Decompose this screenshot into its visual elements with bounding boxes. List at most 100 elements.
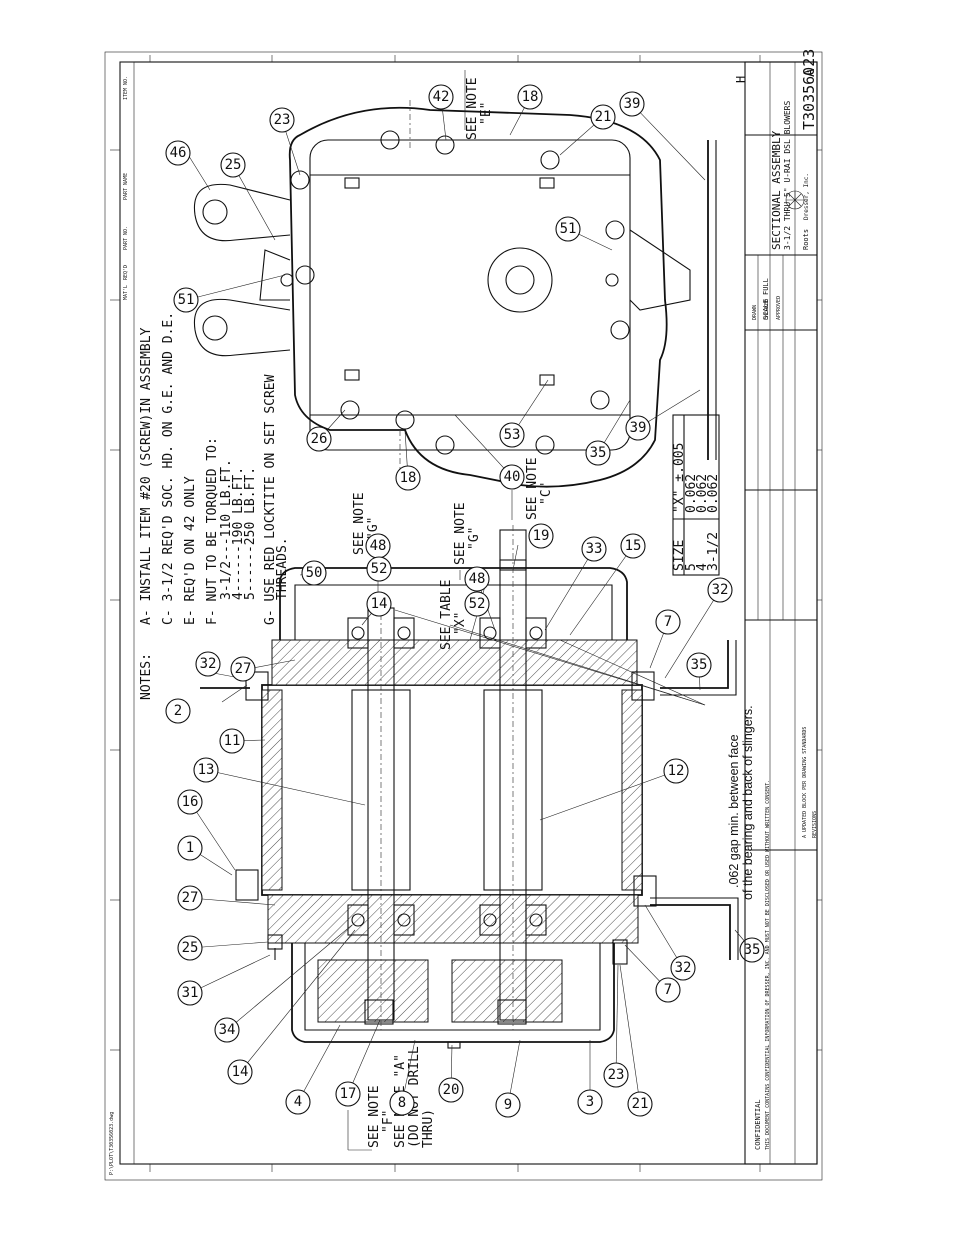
item-balloon: 19 <box>528 523 554 549</box>
gap-annotation: .062 gap min. between face of the bearin… <box>727 705 755 900</box>
item-balloon: 21 <box>590 104 616 130</box>
item-balloon: 42 <box>428 84 454 110</box>
item-balloon: 39 <box>625 415 651 441</box>
svg-text:REVISIONS: REVISIONS <box>812 811 818 838</box>
svg-text:SECTIONAL ASSEMBLY: SECTIONAL ASSEMBLY <box>770 130 783 250</box>
svg-text:23: 23 <box>274 112 291 128</box>
svg-text:7: 7 <box>664 982 672 998</box>
svg-text:CHECKED: CHECKED <box>764 299 770 320</box>
svg-text:PART NAME: PART NAME <box>123 173 129 200</box>
item-balloon: 35 <box>585 440 611 466</box>
svg-text:27: 27 <box>235 661 252 677</box>
svg-text:27: 27 <box>182 890 199 906</box>
item-balloon: 46 <box>165 140 191 166</box>
item-balloon: 51 <box>173 287 199 313</box>
svg-text:"E": "E" <box>479 102 494 125</box>
item-balloon: 27 <box>177 885 203 911</box>
note-line: F- NUT TO BE TORQUED TO: <box>205 437 220 625</box>
section-view <box>200 525 739 1049</box>
signoff-fields: DRAWN CHECKED APPROVED <box>752 296 782 320</box>
item-balloon: 1 <box>177 835 203 861</box>
svg-text:23: 23 <box>608 1067 625 1083</box>
item-balloon: 32 <box>670 955 696 981</box>
svg-text:.062 gap min. between face: .062 gap min. between face <box>727 734 741 888</box>
svg-text:35: 35 <box>744 942 761 958</box>
cylinder-housing <box>261 684 643 896</box>
svg-text:A: A <box>802 68 818 77</box>
svg-text:A UPDATED BLOCK PER DRAWING S: A UPDATED BLOCK PER DRAWING STANDARDS <box>802 727 808 838</box>
size-table-cell: 0.062 <box>695 474 710 513</box>
drive-end-headplate <box>271 639 638 686</box>
svg-text:32: 32 <box>675 960 692 976</box>
item-balloon: 23 <box>603 1062 629 1088</box>
svg-text:CONFIDENTIAL: CONFIDENTIAL <box>754 1099 762 1150</box>
svg-text:21: 21 <box>595 109 612 125</box>
svg-text:MAT'L: MAT'L <box>123 285 129 300</box>
end-view-foot-left <box>259 249 291 301</box>
svg-text:21: 21 <box>632 1096 649 1112</box>
svg-text:53: 53 <box>504 427 521 443</box>
svg-text:SCALE: SCALE <box>762 299 770 320</box>
svg-text:SEE NOTE: SEE NOTE <box>525 457 540 520</box>
svg-text:of the bearing and back of sli: of the bearing and back of slingers. <box>741 705 755 900</box>
svg-text:11: 11 <box>224 733 241 749</box>
svg-text:35: 35 <box>691 657 708 673</box>
svg-text:14: 14 <box>371 596 388 612</box>
item-balloon: 51 <box>555 216 581 242</box>
svg-text:SEE TABLE: SEE TABLE <box>439 580 454 650</box>
size-table: SIZE "X" ±.005 5 0.062 4 0.062 3-1/2 0.0… <box>672 414 721 576</box>
svg-text:32: 32 <box>712 582 729 598</box>
svg-text:14: 14 <box>232 1064 249 1080</box>
revision-note: A UPDATED BLOCK PER DRAWING STANDARDS RE… <box>802 727 818 838</box>
item-balloon: 11 <box>219 728 245 754</box>
base-angle-bottom <box>650 904 731 960</box>
svg-text:P:\PLOT\T30356023.dwg: P:\PLOT\T30356023.dwg <box>109 1112 115 1175</box>
roots-emblem <box>785 190 805 210</box>
item-balloon: 7 <box>655 609 681 635</box>
svg-text:33: 33 <box>586 541 603 557</box>
svg-text:19: 19 <box>533 528 550 544</box>
item-balloon: 32 <box>707 577 733 603</box>
end-view <box>193 100 717 488</box>
svg-text:48: 48 <box>370 538 387 554</box>
svg-text:REQ'D: REQ'D <box>123 265 129 280</box>
item-balloon: 20 <box>438 1077 464 1103</box>
item-balloon: 12 <box>663 758 689 784</box>
svg-text:32: 32 <box>200 656 217 672</box>
drawing-number: T30356023 <box>800 49 818 130</box>
note-line: C- 3-1/2 REQ'D SOC. HD. ON G.E. AND D.E. <box>161 312 176 625</box>
item-balloon: 4 <box>285 1089 311 1115</box>
svg-text:34: 34 <box>219 1022 236 1038</box>
confidential-block: CONFIDENTIAL THIS DOCUMENT CONTAINS CONF… <box>754 780 771 1150</box>
bearings <box>347 617 547 936</box>
svg-text:FULL: FULL <box>762 278 770 295</box>
svg-text:3-1/2 THRU 5" U-RAI DSL BLOWER: 3-1/2 THRU 5" U-RAI DSL BLOWERS <box>783 101 792 250</box>
item-balloon: 14 <box>366 591 392 617</box>
svg-text:50: 50 <box>306 565 323 581</box>
item-balloon: 25 <box>177 935 203 961</box>
size-table-cell: 0.062 <box>706 474 721 513</box>
size-table-cell: 5 <box>684 563 699 571</box>
svg-text:DRAWN: DRAWN <box>752 305 758 320</box>
revision-letter: A <box>802 68 818 77</box>
item-balloon: 52 <box>366 556 392 582</box>
svg-text:THRU): THRU) <box>421 1109 436 1148</box>
size-table-cell: 4 <box>695 563 710 571</box>
item-balloon: 39 <box>619 91 645 117</box>
item-balloon: 35 <box>686 652 712 678</box>
svg-text:8: 8 <box>398 1095 406 1111</box>
svg-text:"C": "C" <box>539 482 554 505</box>
item-balloon: 52 <box>464 591 490 617</box>
svg-text:52: 52 <box>371 561 388 577</box>
callout-see-note-f: SEE NOTE "F" <box>367 1085 396 1148</box>
item-balloon: 14 <box>227 1059 253 1085</box>
svg-text:SEE NOTE: SEE NOTE <box>465 77 480 140</box>
item-balloon: 13 <box>193 757 219 783</box>
item-balloon: 18 <box>517 84 543 110</box>
outer-border <box>104 51 823 1181</box>
item-balloon: 26 <box>306 426 332 452</box>
lower-rotor <box>483 689 543 891</box>
svg-text:35: 35 <box>590 445 607 461</box>
callout-see-note-c: SEE NOTE "C" <box>525 457 554 520</box>
